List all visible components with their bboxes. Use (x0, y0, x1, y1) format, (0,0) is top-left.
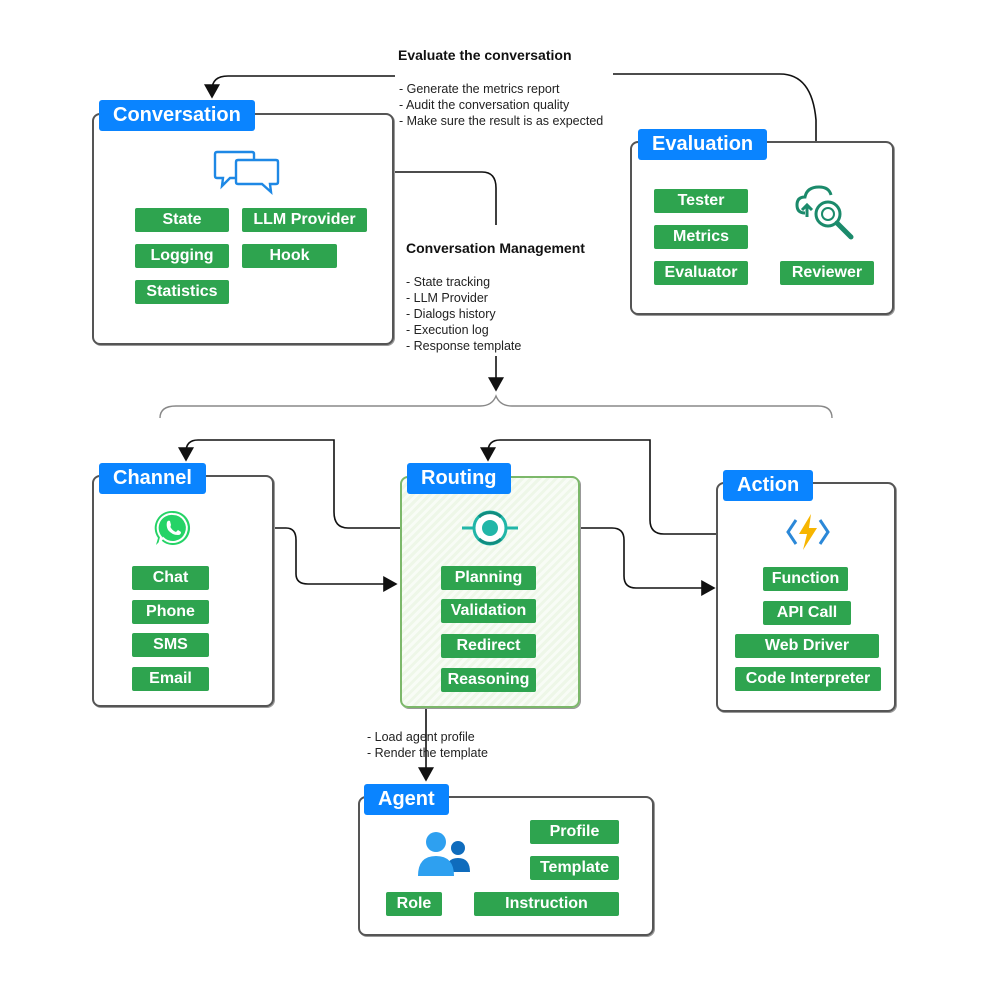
management-note: - State tracking (406, 275, 491, 289)
whatsapp-icon (154, 510, 191, 545)
tag-state: State (135, 208, 229, 232)
tag-planning: Planning (441, 566, 536, 590)
tag-function: Function (763, 567, 848, 591)
management-connector-top (280, 171, 497, 225)
evaluate-note: - Generate the metrics report (399, 82, 560, 96)
agent-note: - Render the template (367, 746, 488, 760)
tag-template: Template (530, 856, 619, 880)
tag-instruction: Instruction (474, 892, 619, 916)
tag-chat: Chat (132, 566, 209, 590)
tag-reviewer: Reviewer (780, 261, 874, 285)
agent-note: - Load agent profile (367, 730, 475, 744)
management-note: - Execution log (406, 323, 489, 337)
users-icon (418, 832, 470, 876)
tag-evaluator: Evaluator (654, 261, 748, 285)
evaluate-heading: Evaluate the conversation (398, 47, 572, 63)
tag-code-interpreter: Code Interpreter (735, 667, 881, 691)
tag-logging: Logging (135, 244, 229, 268)
evaluate-notes: - Generate the metrics report - Audit th… (399, 81, 603, 129)
evaluate-connector (613, 73, 817, 185)
lightning-icon (786, 514, 830, 550)
cloud-search-icon (795, 185, 854, 240)
management-note: - Dialogs history (406, 307, 496, 321)
tag-role: Role (386, 892, 442, 916)
tag-tester: Tester (654, 189, 748, 213)
tag-metrics: Metrics (654, 225, 748, 249)
tag-statistics: Statistics (135, 280, 229, 304)
routing-to-channel-loop (178, 439, 462, 529)
tag-profile: Profile (530, 820, 619, 844)
tag-email: Email (132, 667, 209, 691)
evaluate-note: - Make sure the result is as expected (399, 114, 604, 128)
routing-title: Routing (407, 463, 511, 494)
management-heading: Conversation Management (406, 240, 585, 256)
channel-title: Channel (99, 463, 206, 494)
management-notes: - State tracking - LLM Provider - Dialog… (406, 274, 521, 354)
conversation-title: Conversation (99, 100, 255, 131)
tag-reasoning: Reasoning (441, 668, 536, 692)
tag-hook: Hook (242, 244, 337, 268)
action-title: Action (723, 470, 814, 501)
tag-api-call: API Call (763, 601, 851, 625)
routing-to-action (516, 527, 716, 596)
chat-bubbles-icon (213, 150, 280, 196)
tag-phone: Phone (132, 600, 209, 624)
evaluation-title: Evaluation (638, 129, 768, 160)
tag-redirect: Redirect (441, 634, 536, 658)
agent-notes: - Load agent profile - Render the templa… (367, 729, 488, 761)
tag-web-driver: Web Driver (735, 634, 879, 658)
agent-title: Agent (364, 784, 449, 815)
tag-validation: Validation (441, 599, 536, 623)
tag-llm-provider: LLM Provider (242, 208, 367, 232)
management-note: - LLM Provider (406, 291, 488, 305)
curly-brace (159, 394, 833, 419)
evaluate-note: - Audit the conversation quality (399, 98, 570, 112)
channel-to-routing (192, 527, 398, 592)
management-note: - Response template (406, 339, 522, 353)
router-icon (462, 510, 518, 546)
evaluate-connector-left (204, 75, 395, 99)
tag-sms: SMS (132, 633, 209, 657)
action-to-routing-loop (480, 439, 790, 535)
